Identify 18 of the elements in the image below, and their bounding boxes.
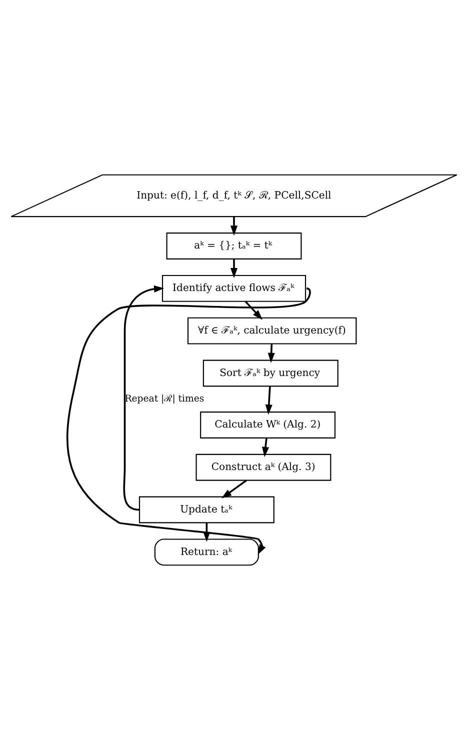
arrow [222,480,247,498]
arrow [262,438,270,458]
arrow [268,344,275,363]
node-box: ∀f ∈ ℱₐᵏ, calculate urgency(f) [187,317,357,344]
node-box: Sort ℱₐᵏ by urgency [202,360,338,387]
arrow [244,300,263,320]
arrow [123,285,164,511]
arrow [203,522,210,542]
arrow [230,216,238,236]
node-box: Construct aᵏ (Alg. 3) [196,454,332,481]
node-box: Update tₐᵏ [138,496,274,524]
arrow [230,259,238,278]
edge-label: Repeat |ℛ| times [124,394,204,405]
node-box: aᵏ = {}; tₐᵏ = tᵏ [166,232,302,260]
node-box: Identify active flows ℱₐᵏ [162,274,306,302]
arrow [265,386,272,415]
node-box: Calculate Wᵏ (Alg. 2) [200,412,336,438]
node-box: Return: aᵏ [154,538,259,566]
